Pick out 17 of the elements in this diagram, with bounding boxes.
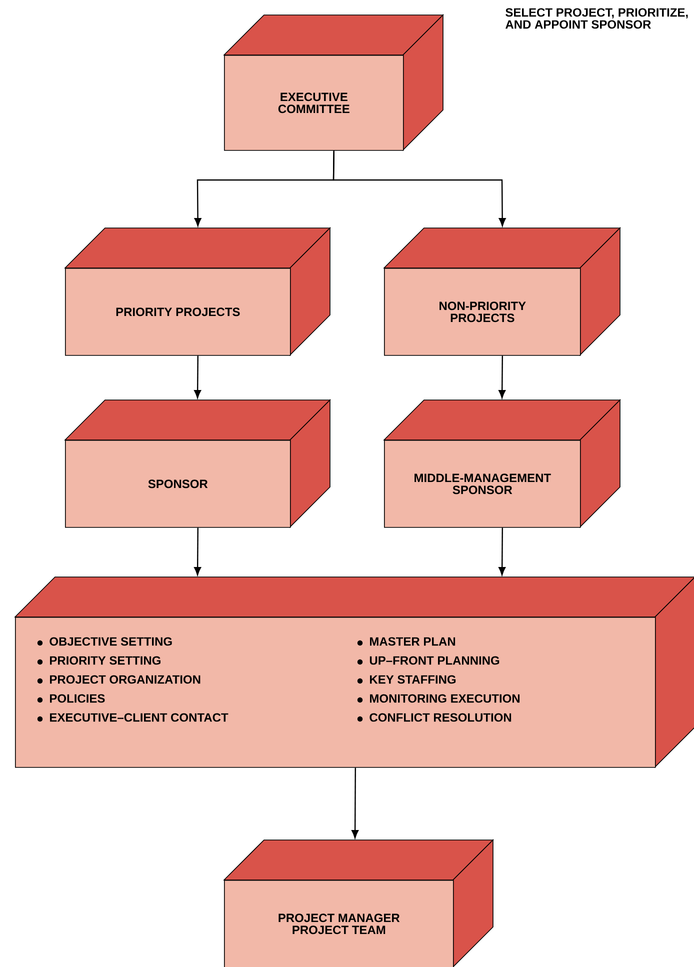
list-item: OBJECTIVE SETTING bbox=[50, 637, 172, 646]
arrow bbox=[332, 150, 506, 226]
arrow bbox=[498, 356, 506, 398]
list-item: CONFLICT RESOLUTION bbox=[370, 713, 512, 722]
list-item: MASTER PLAN bbox=[370, 637, 456, 646]
arrow bbox=[352, 768, 359, 838]
arrow bbox=[194, 356, 202, 398]
arrow bbox=[194, 528, 202, 576]
list-item: PROJECT ORGANIZATION bbox=[50, 675, 200, 684]
list-item: PRIORITY SETTING bbox=[50, 656, 160, 665]
list-item: MONITORING EXECUTION bbox=[370, 694, 520, 703]
list-item: UP–FRONT PLANNING bbox=[370, 656, 500, 665]
arrow bbox=[498, 528, 506, 576]
list-item: POLICIES bbox=[50, 694, 105, 703]
note-text: SELECT PROJECT, PRIORITIZE, AND APPOINT SPONSOR bbox=[506, 8, 688, 29]
list-item: EXECUTIVE–CLIENT CONTACT bbox=[50, 713, 228, 722]
list-item: KEY STAFFING bbox=[370, 675, 456, 684]
